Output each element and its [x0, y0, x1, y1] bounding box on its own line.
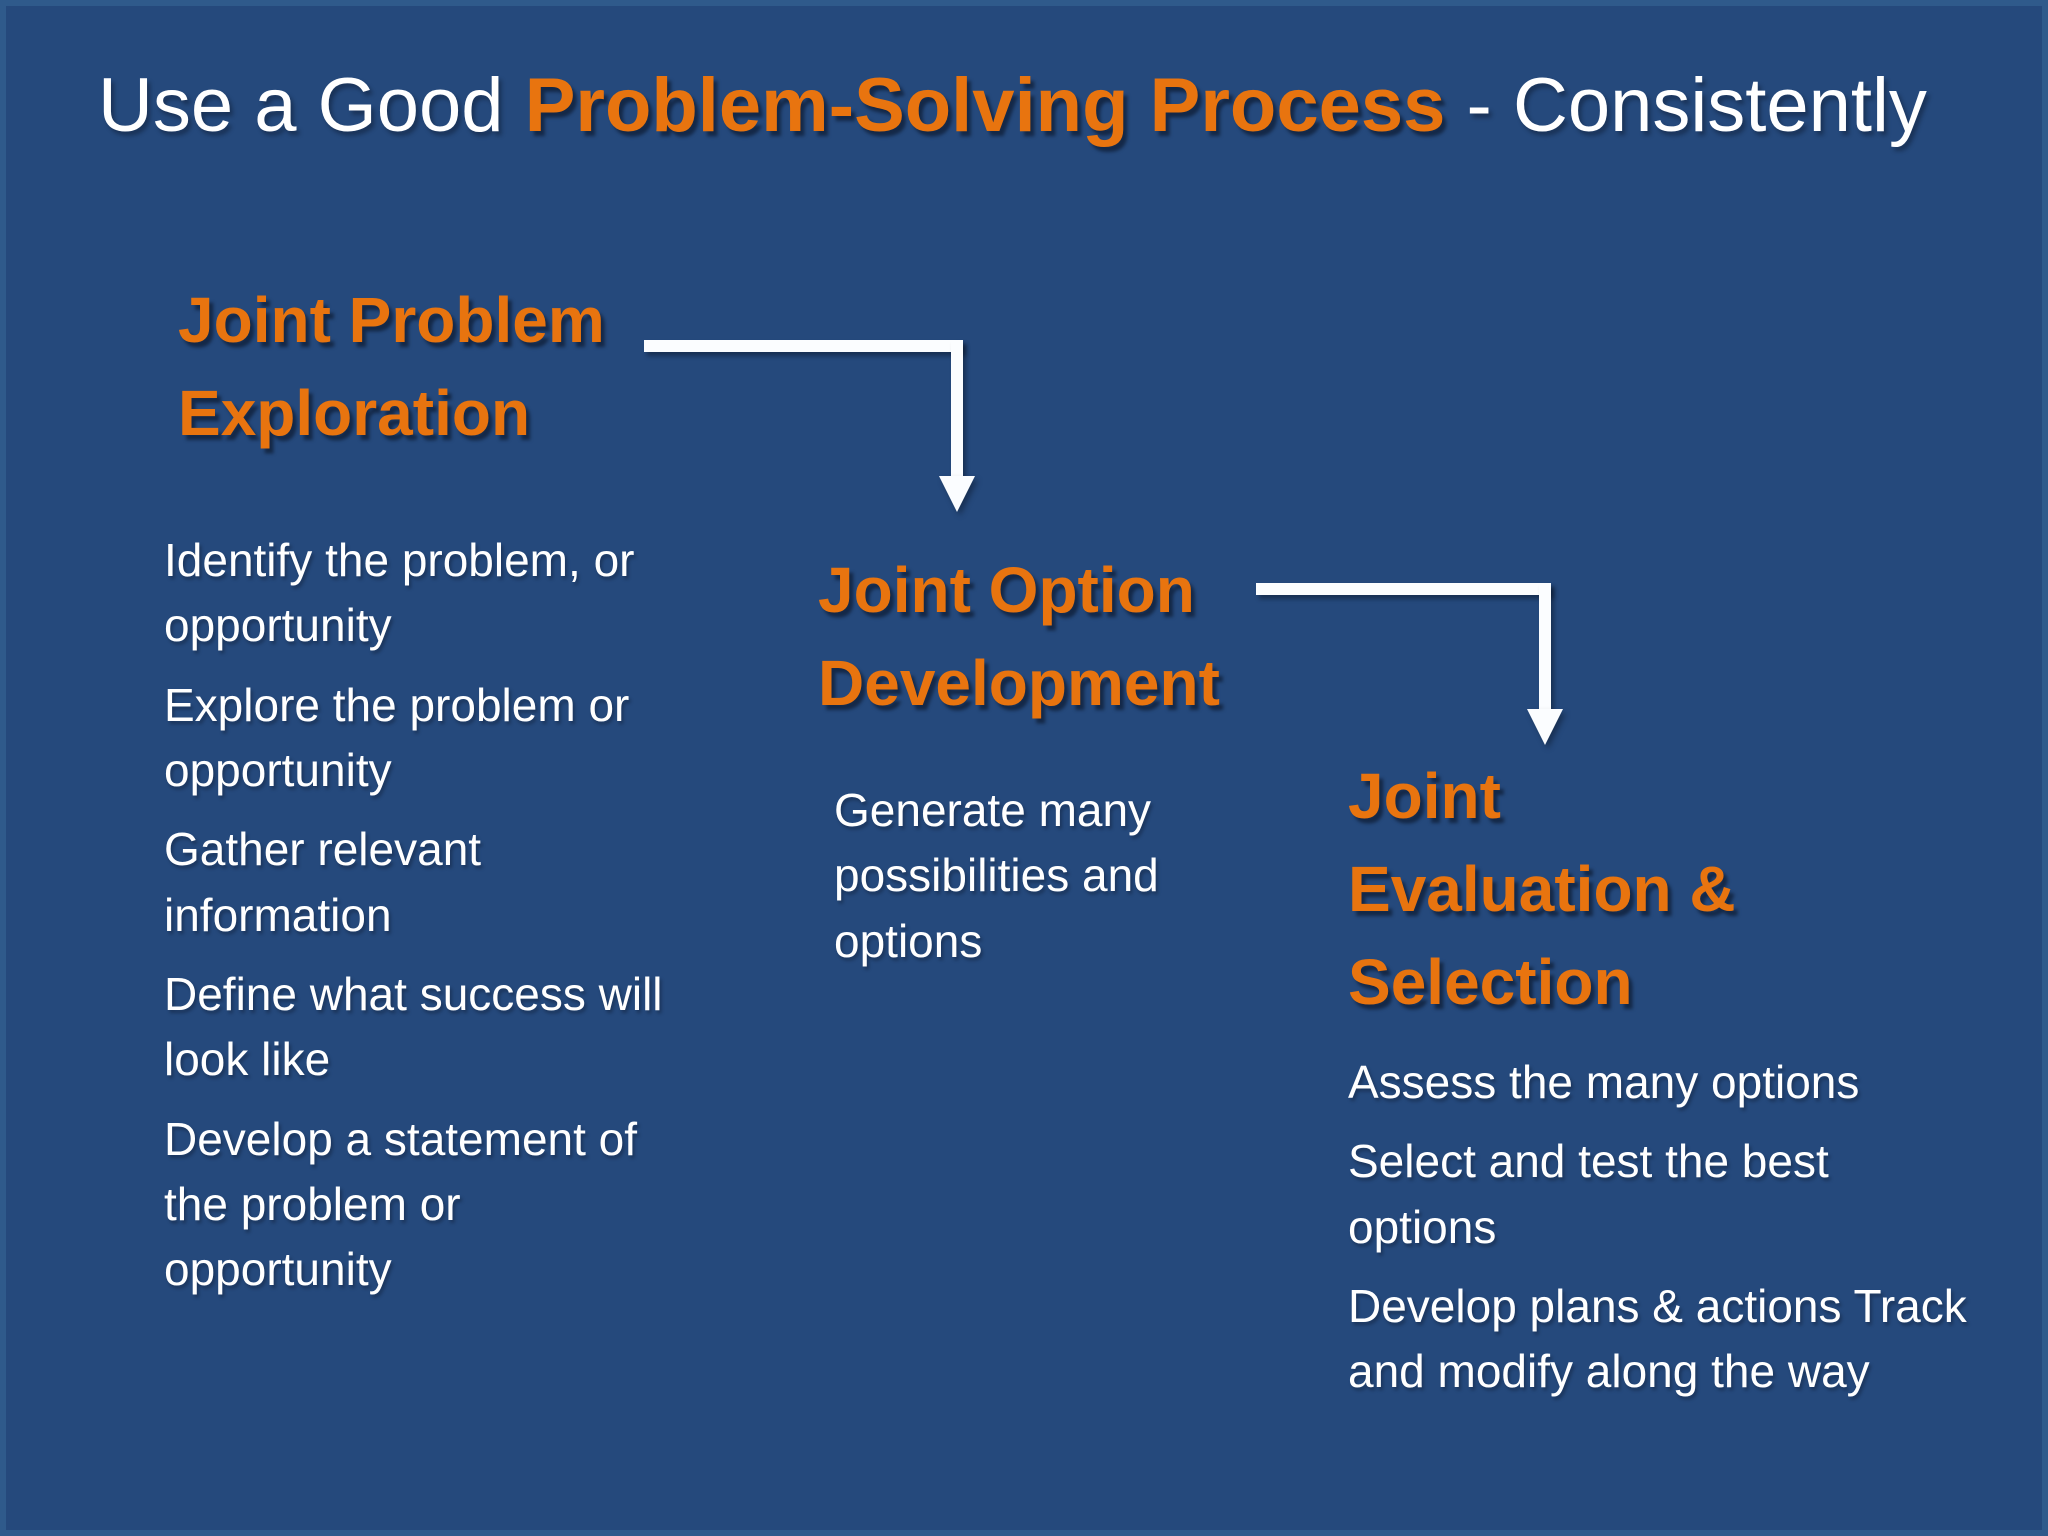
title-highlight: Problem-Solving Process [524, 63, 1446, 148]
stage-1-item: Develop a statement of the problem or op… [164, 1112, 638, 1296]
stage-3-item: Select and test the best options [1348, 1135, 1829, 1253]
connector-2-vertical-line [1539, 583, 1551, 711]
stage-1-item: Gather relevant information [164, 823, 482, 941]
stage-1-item: Explore the problem or opportunity [164, 678, 630, 796]
stage-1-heading: Joint Problem Exploration [178, 284, 605, 449]
stage-3-heading: Joint Evaluation & Selection [1348, 760, 1736, 1018]
title-prefix: Use a Good [98, 63, 525, 148]
stage-2-item: Generate many possibilities and options [834, 784, 1159, 967]
connector-1-vertical-line [951, 340, 963, 478]
connector-1-horizontal-line [644, 340, 963, 352]
stage-1-item: Define what success will look like [164, 967, 663, 1086]
stage-3-item: Develop plans & actions Track and modify… [1348, 1279, 1967, 1398]
stage-3-list: Assess the many options Select and test … [1348, 1050, 2042, 1419]
stage-3-item: Assess the many options [1348, 1056, 1860, 1108]
stage-2-list: Generate many possibilities and options [834, 778, 1294, 988]
title-suffix: - Consistently [1445, 63, 1927, 148]
stage-1-list: Identify the problem, or opportunity Exp… [164, 528, 804, 1316]
connector-2-arrowhead-icon [1527, 709, 1563, 745]
connector-2-horizontal-line [1256, 583, 1551, 595]
stage-2-heading: Joint Option Development [818, 554, 1220, 719]
connector-1-arrowhead-icon [939, 476, 975, 512]
stage-1-item: Identify the problem, or opportunity [164, 534, 635, 652]
slide-title: Use a Good Problem-Solving Process - Con… [98, 62, 1927, 149]
